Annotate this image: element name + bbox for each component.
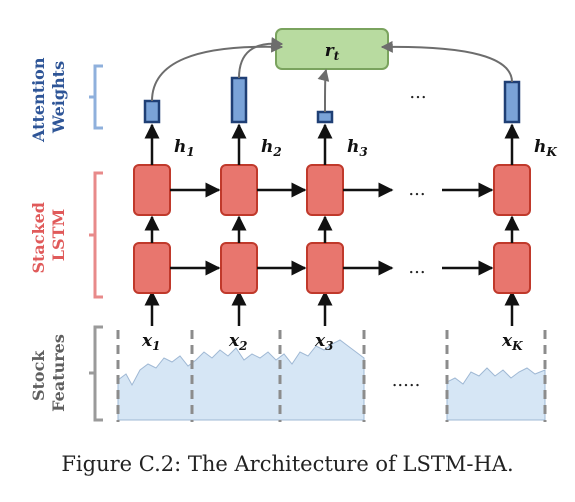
input-label: xK xyxy=(501,331,523,353)
input-arrows xyxy=(144,290,520,326)
lstm-cell xyxy=(493,242,531,294)
attention-bar xyxy=(316,110,334,124)
recurrence-arrows: ... ... xyxy=(170,179,494,278)
hidden-arrows xyxy=(144,123,520,165)
lstm-cell xyxy=(306,242,344,294)
attention-bar xyxy=(503,80,521,124)
attention-curve xyxy=(317,68,330,112)
hidden-label: h3 xyxy=(347,137,368,159)
lstm-cell xyxy=(133,164,171,216)
lstm-cell xyxy=(133,242,171,294)
input-labels: x1 x2 x3 xK xyxy=(141,331,523,353)
lstm-cell xyxy=(306,164,344,216)
attention-bar xyxy=(143,99,161,124)
row-ellipsis-bottom: ... xyxy=(408,257,425,278)
figure-caption: Figure C.2: The Architecture of LSTM-HA. xyxy=(61,452,514,476)
input-label: x1 xyxy=(141,331,161,353)
features-ellipsis: ..... xyxy=(392,370,421,391)
attention-label: Attention Weights xyxy=(29,52,68,143)
attention-curve xyxy=(380,40,513,83)
attention-curve xyxy=(151,40,284,102)
hidden-label: h2 xyxy=(261,137,282,159)
hidden-label: h1 xyxy=(174,137,195,159)
hidden-labels: h1 h2 h3 hK xyxy=(174,137,557,159)
lstm-label: Stacked LSTM xyxy=(29,196,68,273)
lstm-cell xyxy=(220,242,258,294)
attention-bars xyxy=(143,76,521,124)
hidden-label: hK xyxy=(534,137,557,159)
lstm-cell xyxy=(493,164,531,216)
lstm-cells xyxy=(133,164,531,294)
row-ellipsis-top: ... xyxy=(408,179,425,200)
layer-arrows xyxy=(144,215,520,243)
attention-curves xyxy=(151,37,513,112)
output-node-label: rt xyxy=(325,41,340,63)
lstm-cell xyxy=(220,164,258,216)
feature-area-main xyxy=(117,339,365,421)
features-label: Stock Features xyxy=(29,334,68,412)
attention-curve xyxy=(238,37,284,79)
lstm-bracket xyxy=(89,171,103,299)
input-label: x2 xyxy=(228,331,248,353)
feature-area-k xyxy=(446,367,546,421)
top-ellipsis: ... xyxy=(409,82,426,103)
attention-bar xyxy=(230,76,248,124)
input-label: x3 xyxy=(314,331,334,353)
features-bracket xyxy=(89,325,103,422)
feature-plots: ..... xyxy=(116,330,547,422)
attention-bracket xyxy=(89,64,103,130)
